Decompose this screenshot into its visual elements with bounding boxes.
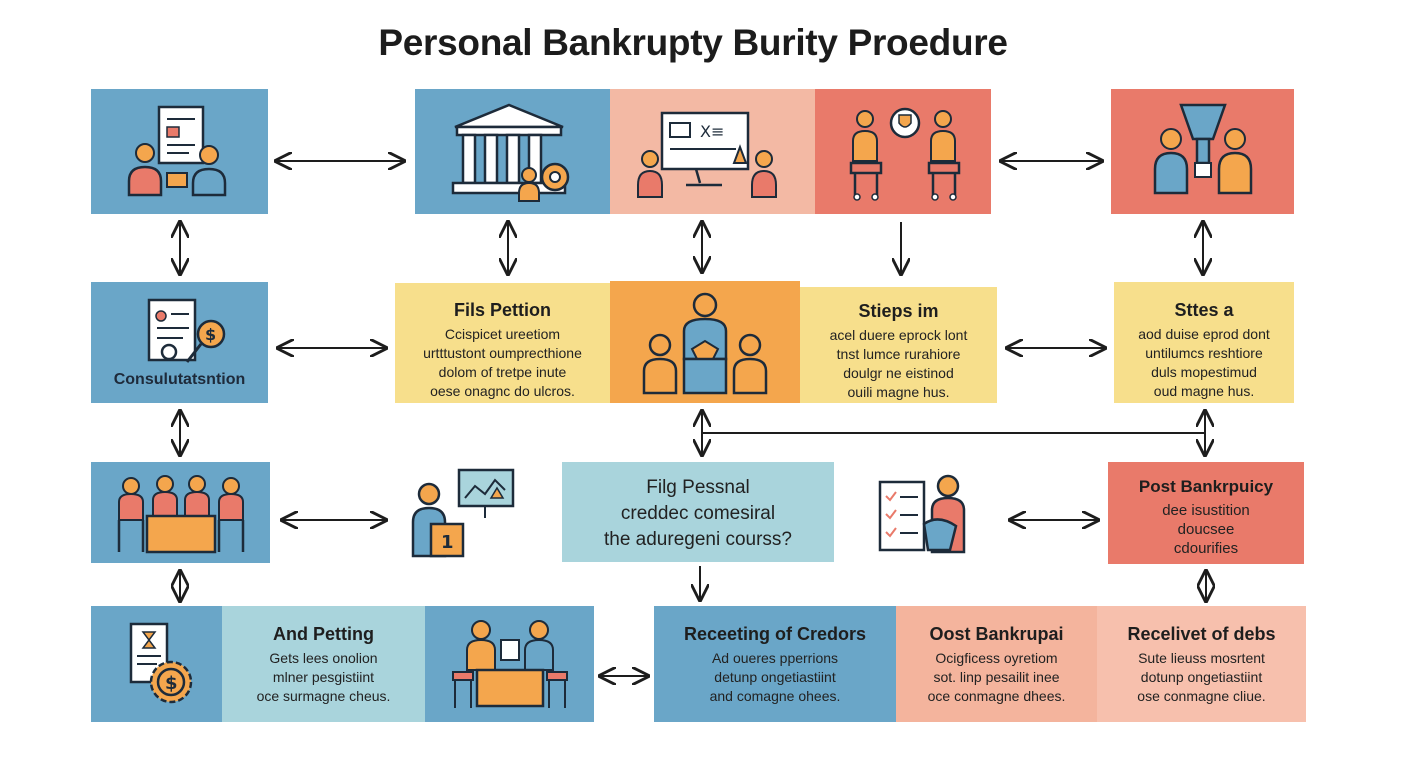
file-petition-line: dolom of tretpe inute (438, 364, 567, 380)
post-bankruptcy-line: doucsee (1177, 521, 1235, 538)
and-petting-heading: And Petting (273, 624, 374, 644)
step-box-desk (425, 606, 594, 722)
steps-in-heading: Stieps im (858, 301, 939, 321)
consultants-with-document-icon (127, 105, 227, 197)
step-box-filing-personal: Filg Pessnal creddec comesiral the adure… (562, 462, 834, 562)
and-petting-line: Gets lees onolion (269, 650, 378, 666)
step-box-post-bankrupai: Oost Bankrupai Ocigficess oyretiom sot. … (896, 606, 1097, 722)
receive-debts-line: Sute lieuss mosrtent (1138, 650, 1265, 666)
file-petition-line: urtttustont oumprecthione (423, 345, 582, 361)
team-at-table-icon (117, 475, 245, 554)
step-box-file-petition: Fils Pettion Ccispicet ureetiom urtttust… (395, 283, 610, 403)
post-bankruptcy-heading: Post Bankrpuicy (1138, 477, 1274, 496)
presentation-monitor-people-icon: X≡ (637, 111, 777, 198)
step-box-and-petting: And Petting Gets lees onolion mlner pesg… (222, 606, 425, 722)
steps-in-line: acel duere eprock lont (829, 327, 968, 343)
step-box-checklist (874, 468, 974, 558)
post-bankruptcy-line: dee isustition (1162, 502, 1250, 519)
filing-personal-line: creddec comesiral (620, 503, 776, 524)
courthouse-with-gear-icon (451, 103, 570, 202)
group-with-leader-icon (642, 292, 768, 395)
file-petition-line: oese onagnc do ulcros. (430, 383, 575, 399)
post-bankrupai-line: sot. linp pesailit inee (933, 669, 1060, 685)
page-title: Personal Bankrupty Burity Proedure (378, 22, 1008, 63)
step-box-sites-a: Sttes a aod duise eprod dont untilumcs r… (1114, 282, 1294, 403)
step-box-steps-in: Stieps im acel duere eprock lont tnst lu… (800, 287, 997, 403)
receiving-creditors-line: detunp ongetiastiint (714, 669, 836, 685)
document-with-coin-magnifier-icon: $ (147, 298, 226, 363)
step-box-receiving-creditors: Receeting of Credors Ad oueres pperrions… (654, 606, 896, 722)
post-bankrupai-line: Ocigficess oyretiom (935, 650, 1058, 666)
and-petting-line: mlner pesgistiint (272, 669, 375, 685)
sites-a-line: oud magne hus. (1153, 383, 1255, 399)
receive-debts-line: ose conmagne cliue. (1137, 688, 1266, 704)
step-box-presentation: X≡ (610, 89, 815, 214)
file-petition-line: Ccispicet ureetiom (444, 326, 561, 342)
post-bankrupai-heading: Oost Bankrupai (929, 624, 1064, 644)
svg-text:1: 1 (441, 532, 454, 553)
sites-a-heading: Sttes a (1174, 300, 1234, 320)
person-with-chart-icon: 1 (411, 468, 515, 558)
sites-a-line: aod duise eprod dont (1138, 326, 1270, 342)
step-box-chart: 1 (403, 462, 523, 564)
sites-a-line: untilumcs reshtiore (1145, 345, 1263, 361)
steps-in-line: tnst lumce rurahiore (836, 346, 961, 362)
step-box-consultation: $ Consulutatsntion (91, 282, 268, 403)
svg-text:X≡: X≡ (700, 122, 724, 141)
document-with-coin-gear-icon: $ (129, 622, 193, 704)
svg-text:$: $ (165, 673, 178, 694)
receiving-creditors-line: Ad oueres pperrions (711, 650, 839, 666)
steps-in-line: ouili magne hus. (847, 384, 950, 400)
receiving-creditors-line: and comagne ohees. (709, 688, 841, 704)
and-petting-line: oce surmagne cheus. (256, 688, 391, 704)
step-box-consultants (91, 89, 268, 214)
receiving-creditors-heading: Receeting of Credors (683, 624, 867, 644)
step-box-meeting (815, 89, 991, 214)
file-petition-heading: Fils Pettion (453, 300, 551, 320)
step-box-document-coin: $ (91, 606, 222, 722)
steps-in-line: doulgr ne eistinod (843, 365, 954, 381)
post-bankrupai-line: oce conmagne dhees. (927, 688, 1066, 704)
filing-personal-line: the aduregeni courss? (603, 529, 792, 550)
sites-a-line: duls mopestimud (1151, 364, 1257, 380)
two-people-at-desk-icon (452, 620, 568, 708)
svg-text:$: $ (205, 325, 216, 344)
receive-debts-line: dotunp ongetiastiint (1140, 669, 1263, 685)
step-box-team (91, 462, 270, 563)
receive-debts-heading: Recelivet of debs (1127, 624, 1276, 644)
step-box-group (610, 281, 800, 403)
step-box-post-bankruptcy: Post Bankrpuicy dee isustition doucsee c… (1108, 462, 1304, 564)
post-bankruptcy-line: cdourifies (1173, 540, 1239, 557)
trophy-handover-icon (1153, 103, 1253, 195)
checklist-person-icon (878, 474, 966, 554)
filing-personal-line: Filg Pessnal (646, 477, 750, 498)
step-box-receive-debts: Recelivet of debs Sute lieuss mosrtent d… (1097, 606, 1306, 722)
step-box-trophy (1111, 89, 1294, 214)
consultation-label: Consulutatsntion (113, 371, 246, 388)
meeting-with-trophy-icon (849, 107, 961, 201)
step-box-courthouse (415, 89, 610, 214)
